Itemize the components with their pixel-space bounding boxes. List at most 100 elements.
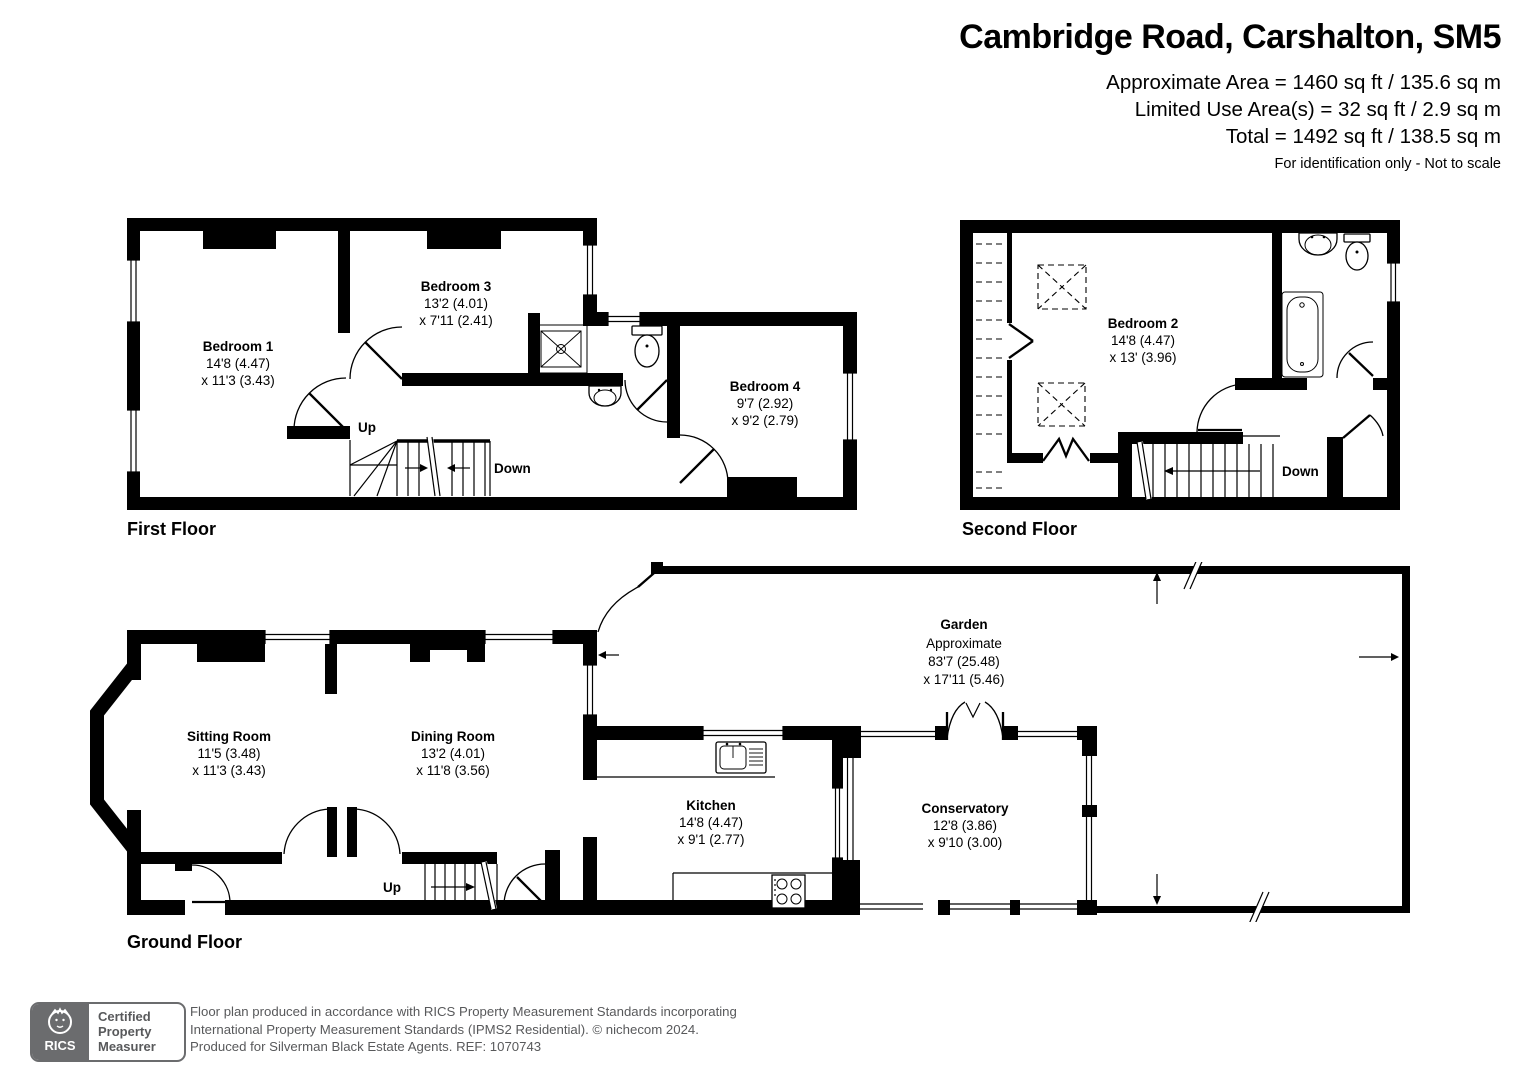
conservatory-name: Conservatory bbox=[921, 801, 1009, 816]
garden-dim1: 83'7 (25.48) bbox=[928, 654, 1000, 669]
bedroom2-dim2: x 13' (3.96) bbox=[1109, 350, 1176, 365]
window bbox=[607, 312, 641, 326]
conservatory-dim1: 12'8 (3.86) bbox=[933, 818, 997, 833]
chimney-breast bbox=[197, 644, 265, 662]
chimney-breast bbox=[727, 477, 797, 497]
first-floor-doors bbox=[293, 326, 729, 484]
bedroom1-dim1: 14'8 (4.47) bbox=[206, 356, 270, 371]
door-arc bbox=[1336, 341, 1374, 379]
bathroom-fixtures bbox=[1281, 232, 1371, 378]
bedroom2-dim1: 14'8 (4.47) bbox=[1111, 333, 1175, 348]
direction-arrow bbox=[431, 883, 475, 891]
header: Cambridge Road, Carshalton, SM5 Approxim… bbox=[959, 18, 1501, 172]
glazed-partition bbox=[846, 758, 854, 860]
front-door-arc bbox=[191, 864, 231, 904]
window bbox=[264, 630, 331, 644]
stairs-down-label: Down bbox=[494, 461, 531, 476]
wash-basin bbox=[1298, 232, 1338, 256]
window bbox=[583, 664, 597, 716]
eaves-access-door bbox=[1008, 323, 1034, 359]
bay-window bbox=[90, 661, 140, 854]
kitchen-fixtures bbox=[597, 741, 832, 915]
wall-break-mark bbox=[1249, 890, 1270, 922]
total-area: Total = 1492 sq ft / 138.5 sq m bbox=[1225, 125, 1501, 148]
bedroom4-name: Bedroom 4 bbox=[730, 379, 801, 394]
second-floor-walls bbox=[960, 220, 1400, 510]
sitting-room-dim2: x 11'3 (3.43) bbox=[192, 763, 266, 778]
garden-dim2: x 17'11 (5.46) bbox=[923, 672, 1004, 687]
toilet bbox=[1343, 233, 1371, 271]
window bbox=[950, 903, 1010, 910]
page-title: Cambridge Road, Carshalton, SM5 bbox=[959, 18, 1501, 56]
bedroom3-name: Bedroom 3 bbox=[421, 279, 492, 294]
window bbox=[127, 409, 140, 473]
skylight bbox=[1037, 382, 1086, 427]
window bbox=[1082, 817, 1097, 900]
window bbox=[1018, 728, 1077, 740]
window bbox=[702, 726, 784, 740]
window bbox=[484, 630, 554, 644]
dimension-arrow bbox=[1153, 874, 1161, 905]
chimney-breast bbox=[410, 644, 485, 662]
second-floor-label: Second Floor bbox=[962, 519, 1078, 539]
rics-lion-icon: RICS bbox=[44, 1007, 76, 1053]
door-arc bbox=[293, 377, 347, 431]
chimney-breast bbox=[203, 231, 276, 249]
first-floor-plan: Up Down Bedroom 1 14'8 (4.47) bbox=[127, 218, 857, 510]
ground-floor-label: Ground Floor bbox=[127, 932, 242, 952]
dimension-arrow bbox=[1153, 572, 1161, 604]
wall-break-mark bbox=[1183, 562, 1203, 591]
second-floor-room-labels: Bedroom 2 14'8 (4.47) x 13' (3.96) bbox=[1108, 316, 1179, 365]
toilet bbox=[631, 325, 663, 368]
skylight bbox=[1037, 264, 1087, 310]
door-arc bbox=[679, 434, 729, 484]
first-floor-label: First Floor bbox=[127, 519, 216, 539]
stairs-down-label: Down bbox=[1282, 464, 1319, 479]
bedroom1-name: Bedroom 1 bbox=[203, 339, 274, 354]
chimney-breast bbox=[427, 231, 501, 249]
rics-badge-text: Certified Property Measurer bbox=[89, 1004, 184, 1060]
kitchen-sink bbox=[715, 741, 767, 774]
sitting-room-name: Sitting Room bbox=[187, 729, 271, 744]
rics-badge: RICS Certified Property Measurer bbox=[30, 1002, 186, 1062]
dimension-arrow bbox=[598, 651, 619, 659]
footer-line2: International Property Measurement Stand… bbox=[190, 1021, 699, 1037]
bedroom4-dim2: x 9'2 (2.79) bbox=[731, 413, 798, 428]
french-doors bbox=[945, 701, 1005, 740]
bathtub bbox=[1281, 291, 1324, 378]
folding-doors bbox=[1042, 436, 1090, 462]
kitchen-name: Kitchen bbox=[686, 798, 736, 813]
window bbox=[861, 728, 935, 740]
bedroom2-name: Bedroom 2 bbox=[1108, 316, 1179, 331]
second-floor-stairs: Down bbox=[1136, 441, 1319, 500]
ground-floor-windows bbox=[264, 630, 1097, 910]
window bbox=[1387, 262, 1400, 303]
window bbox=[1082, 756, 1097, 805]
bedroom3-dim2: x 7'11 (2.41) bbox=[419, 313, 493, 328]
kitchen-dim1: 14'8 (4.47) bbox=[679, 815, 743, 830]
footer-line1: Floor plan produced in accordance with R… bbox=[190, 1004, 737, 1019]
stairs-up-label: Up bbox=[358, 420, 376, 435]
direction-arrow bbox=[447, 464, 470, 472]
dimension-arrow bbox=[1359, 653, 1399, 661]
window bbox=[843, 372, 857, 441]
door-arc bbox=[1196, 383, 1244, 433]
rics-wordmark: RICS bbox=[44, 1038, 75, 1053]
direction-arrow bbox=[405, 464, 428, 472]
dining-room-dim1: 13'2 (4.01) bbox=[421, 746, 485, 761]
door-arc bbox=[624, 379, 668, 423]
first-floor-stairs: Up Down bbox=[349, 420, 531, 497]
door-arc bbox=[503, 863, 546, 906]
kitchen-dim2: x 9'1 (2.77) bbox=[677, 832, 744, 847]
first-floor-fixtures bbox=[534, 324, 663, 407]
garden-name: Garden bbox=[940, 617, 987, 632]
bedroom4-dim1: 9'7 (2.92) bbox=[737, 396, 794, 411]
garden-gate bbox=[597, 566, 662, 633]
rics-logo: RICS bbox=[32, 1004, 89, 1060]
first-floor-room-labels: Bedroom 1 14'8 (4.47) x 11'3 (3.43) Bedr… bbox=[201, 279, 801, 428]
second-floor-doors bbox=[1196, 341, 1384, 439]
door-arc bbox=[1342, 414, 1384, 439]
badge-line2: Property bbox=[98, 1024, 152, 1039]
footer-disclaimer: Floor plan produced in accordance with R… bbox=[190, 1003, 737, 1056]
